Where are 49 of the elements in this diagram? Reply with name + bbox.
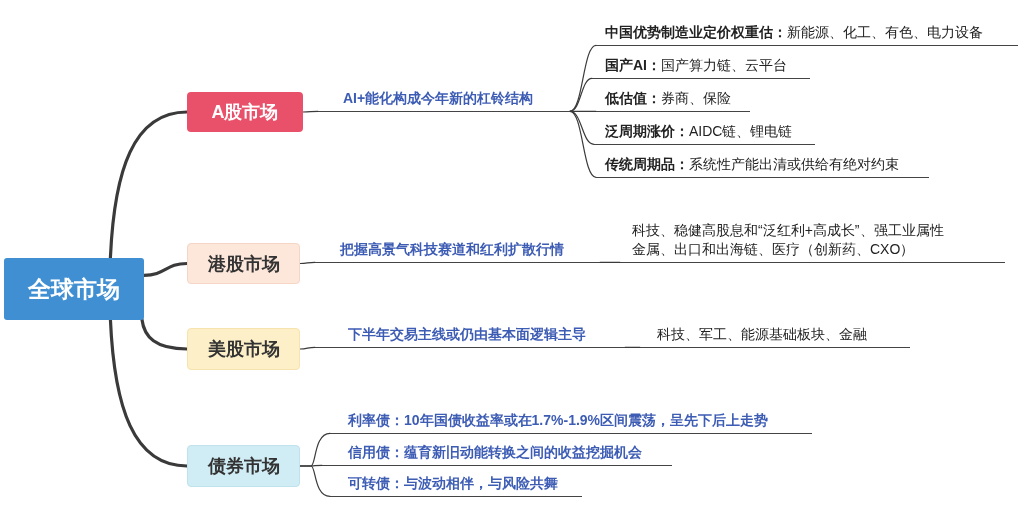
market-label: 美股市场	[207, 338, 280, 361]
subtopic-text: 可转债：与波动相伴，与风险共舞	[348, 474, 558, 493]
underlined-subtopic	[596, 24, 1018, 46]
market-topic-box	[187, 243, 300, 284]
branch-line	[302, 110, 319, 113]
underlined-subtopic	[596, 90, 750, 112]
market-label: A股市场	[211, 101, 279, 124]
subtopic-text: 下半年交易主线或仍由基本面逻辑主导	[348, 325, 586, 344]
subtopic-text: 科技、军工、能源基础板块、金融	[657, 325, 867, 344]
subtopic-text: AI+能化构成今年新的杠铃结构	[343, 89, 534, 108]
main-branch-curve	[140, 317, 189, 351]
market-label: 债券市场	[207, 455, 280, 478]
main-branch-curve	[108, 110, 189, 260]
underlined-subtopic	[620, 220, 1005, 263]
underlined-subtopic	[596, 156, 929, 178]
underlined-subtopic	[592, 57, 810, 79]
underlined-subtopic	[594, 123, 815, 145]
market-topic-box	[187, 328, 300, 370]
market-topic-box	[187, 445, 300, 487]
market-label: 港股市场	[207, 252, 280, 276]
subtopic-text: 把握高景气科技赛道和红利扩散行情	[340, 240, 564, 259]
subtopic-text: 利率债：10年国债收益率或在1.7%-1.9%区间震荡，呈先下后上走势	[348, 411, 769, 430]
subtopic-text: 中国优势制造业定价权重估：新能源、化工、有色、电力设备	[605, 23, 983, 42]
subtopic-text: 低估值：券商、保险	[605, 89, 731, 108]
underlined-subtopic	[322, 444, 672, 466]
main-branch-curve	[142, 261, 189, 277]
subtopic-text: 国产AI：国产算力链、云平台	[605, 56, 787, 75]
branch-line	[624, 346, 641, 348]
branch-line	[569, 44, 597, 112]
branch-line	[299, 346, 316, 350]
subtopic-text: 泛周期涨价：AIDC链、锂电链	[605, 122, 793, 141]
central-topic-label: 全球市场	[28, 274, 120, 304]
subtopic-text: 信用债：蕴育新旧动能转换之间的收益挖掘机会	[348, 443, 642, 462]
underlined-subtopic	[330, 412, 812, 434]
main-branch-curve	[108, 317, 189, 468]
branch-line	[599, 261, 621, 263]
branch-line	[299, 261, 316, 265]
underlined-subtopic	[315, 241, 600, 263]
underlined-subtopic	[315, 326, 625, 348]
underlined-subtopic	[640, 326, 910, 348]
underlined-subtopic	[330, 475, 582, 497]
underlined-subtopic	[318, 90, 570, 112]
subtopic-text: 科技、稳健高股息和“泛红利+高成长”、强工业属性金属、出口和出海链、医疗（创新药、CXO）	[632, 221, 945, 259]
subtopic-text: 传统周期品：系统性产能出清或供给有绝对约束	[605, 155, 899, 174]
branch-line	[299, 465, 331, 497]
branch-line	[569, 110, 597, 178]
central-topic-box	[4, 258, 144, 320]
branch-line	[569, 77, 593, 112]
market-topic-box	[187, 92, 303, 132]
